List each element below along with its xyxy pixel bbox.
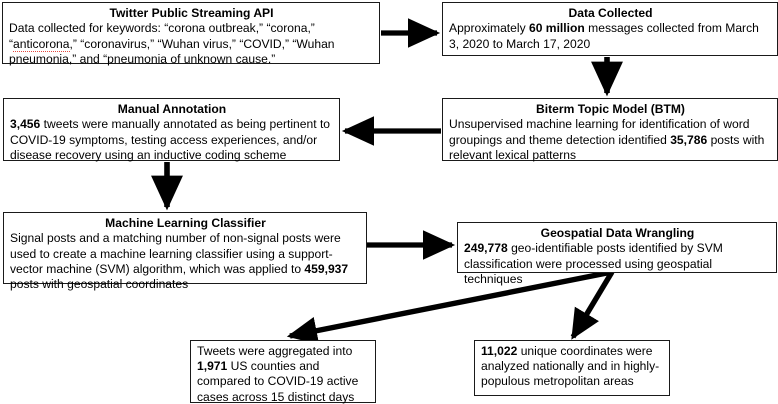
node-manual-annotation[interactable]: Manual Annotation 3,456 tweets were manu… — [3, 98, 340, 163]
twitter-body-post: ,” “coronavirus,” “Wuhan virus,” “COVID,… — [9, 36, 335, 66]
node-twitter-api-title: Twitter Public Streaming API — [109, 6, 274, 20]
ml-body-post: posts with geospatial coordinates — [10, 277, 189, 292]
manual-body-post: tweets were manually annotated as being … — [10, 117, 331, 162]
tweets-body-pre: Tweets were aggregated into — [197, 344, 353, 358]
tweets-body-post: US counties and compared to COVID-19 act… — [197, 359, 359, 404]
node-btm-title: Biterm Topic Model (BTM) — [536, 102, 685, 116]
ml-body-pre: Signal posts and a matching number of no… — [10, 231, 341, 276]
manual-body-bold: 3,456 — [10, 117, 41, 132]
node-manual-annotation-title: Manual Annotation — [117, 102, 227, 116]
twitter-body-misspelled: anticorona — [13, 36, 70, 52]
node-ml-classifier-title: Machine Learning Classifier — [105, 216, 266, 230]
collected-body-post: messages collected from March 3, 2020 to… — [449, 21, 759, 51]
node-biterm-topic-model[interactable]: Biterm Topic Model (BTM) Unsupervised ma… — [442, 98, 778, 163]
collected-body-bold: 60 million — [529, 21, 585, 36]
node-data-collected-title: Data Collected — [568, 6, 653, 20]
btm-body-post: posts with relevant lexical patterns — [449, 132, 765, 162]
btm-body-pre: Unsupervised machine learning for identi… — [449, 117, 750, 147]
node-unique-coordinates[interactable]: 11,022 unique coordinates were analyzed … — [474, 340, 670, 396]
tweets-body-bold: 1,971 — [197, 359, 228, 374]
geo-body-post: geo-identifiable posts identified by SVM… — [464, 241, 723, 286]
node-machine-learning-classifier[interactable]: Machine Learning Classifier Signal posts… — [3, 212, 367, 291]
node-geospatial-title: Geospatial Data Wrangling — [540, 226, 695, 240]
node-data-collected[interactable]: Data Collected Approximately 60 million … — [442, 2, 778, 56]
collected-body-pre: Approximately — [449, 21, 529, 36]
twitter-body-pre: Data collected for keywords: “corona out… — [9, 21, 315, 51]
arrow-geospatial-to-coordinates — [570, 270, 615, 340]
arrow-geospatial-to-tweets — [286, 269, 613, 345]
geo-body-bold: 249,778 — [464, 241, 508, 256]
node-tweets-aggregated[interactable]: Tweets were aggregated into 1,971 US cou… — [190, 340, 376, 404]
btm-body-bold: 35,786 — [670, 132, 708, 147]
node-geospatial-data-wrangling[interactable]: Geospatial Data Wrangling 249,778 geo-id… — [457, 222, 777, 286]
ml-body-bold: 459,937 — [304, 261, 349, 276]
node-data-collected-body: Approximately 60 million messages collec… — [449, 21, 772, 51]
node-manual-annotation-body: 3,456 tweets were manually annotated as … — [10, 117, 334, 163]
node-btm-body: Unsupervised machine learning for identi… — [449, 117, 772, 163]
coords-body-post: unique coordinates were analyzed nationa… — [481, 344, 660, 389]
node-tweets-aggregated-body: Tweets were aggregated into 1,971 US cou… — [197, 344, 370, 404]
node-geospatial-body: 249,778 geo-identifiable posts identifie… — [464, 241, 771, 287]
node-ml-classifier-body: Signal posts and a matching number of no… — [10, 231, 361, 292]
node-twitter-api-body: Data collected for keywords: “corona out… — [9, 21, 374, 67]
node-unique-coordinates-body: 11,022 unique coordinates were analyzed … — [481, 344, 664, 390]
node-twitter-api[interactable]: Twitter Public Streaming API Data collec… — [2, 2, 380, 67]
coords-body-bold: 11,022 — [481, 344, 518, 358]
